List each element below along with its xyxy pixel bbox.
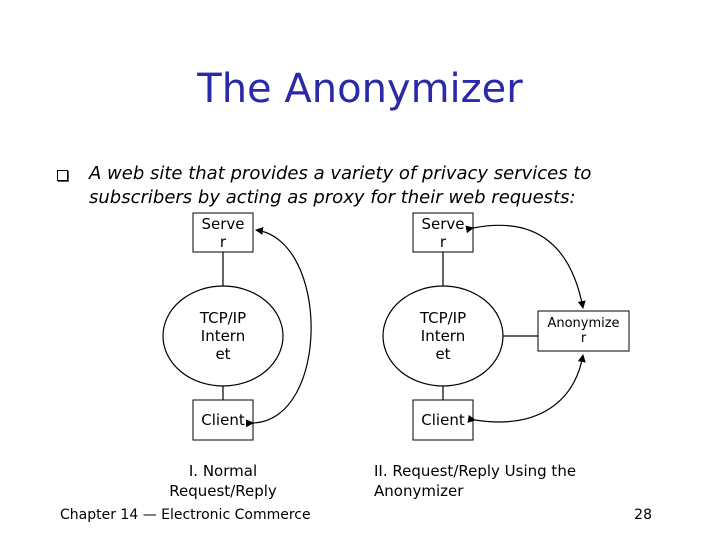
anonymizer-label: Anonymize r: [547, 316, 620, 346]
footer-page-number: 28: [634, 507, 652, 523]
client-anonymizer-arrow: [467, 354, 586, 423]
footer-chapter: Chapter 14 — Electronic Commerce: [60, 507, 311, 523]
bullet-square-icon: [57, 170, 68, 181]
right-client-label: Client: [421, 411, 465, 429]
bullet-line-2: subscribers by acting as proxy for their…: [89, 187, 576, 208]
left-client-box: [192, 399, 254, 441]
bullet-text: A web site that provides a variety of pr…: [89, 162, 689, 210]
server-anonymizer-arrow: [465, 224, 586, 309]
anonymizer-box: [537, 310, 630, 352]
right-caption: II. Request/Reply Using the Anonymizer: [374, 462, 577, 500]
right-server-label: Serve r: [421, 214, 465, 251]
left-request-reply-arrow: [245, 226, 312, 428]
right-internet-label: TCP/IP Intern et: [419, 309, 467, 363]
left-server-label: Serve r: [201, 214, 245, 251]
right-server-box: [412, 212, 474, 253]
page-title: The Anonymizer: [197, 66, 523, 112]
right-client-box: [412, 399, 474, 441]
left-caption: I. Normal Request/Reply: [169, 462, 277, 500]
left-internet-label: TCP/IP Intern et: [199, 309, 247, 363]
bullet-line-1: A web site that provides a variety of pr…: [89, 163, 592, 184]
left-client-label: Client: [201, 411, 245, 429]
